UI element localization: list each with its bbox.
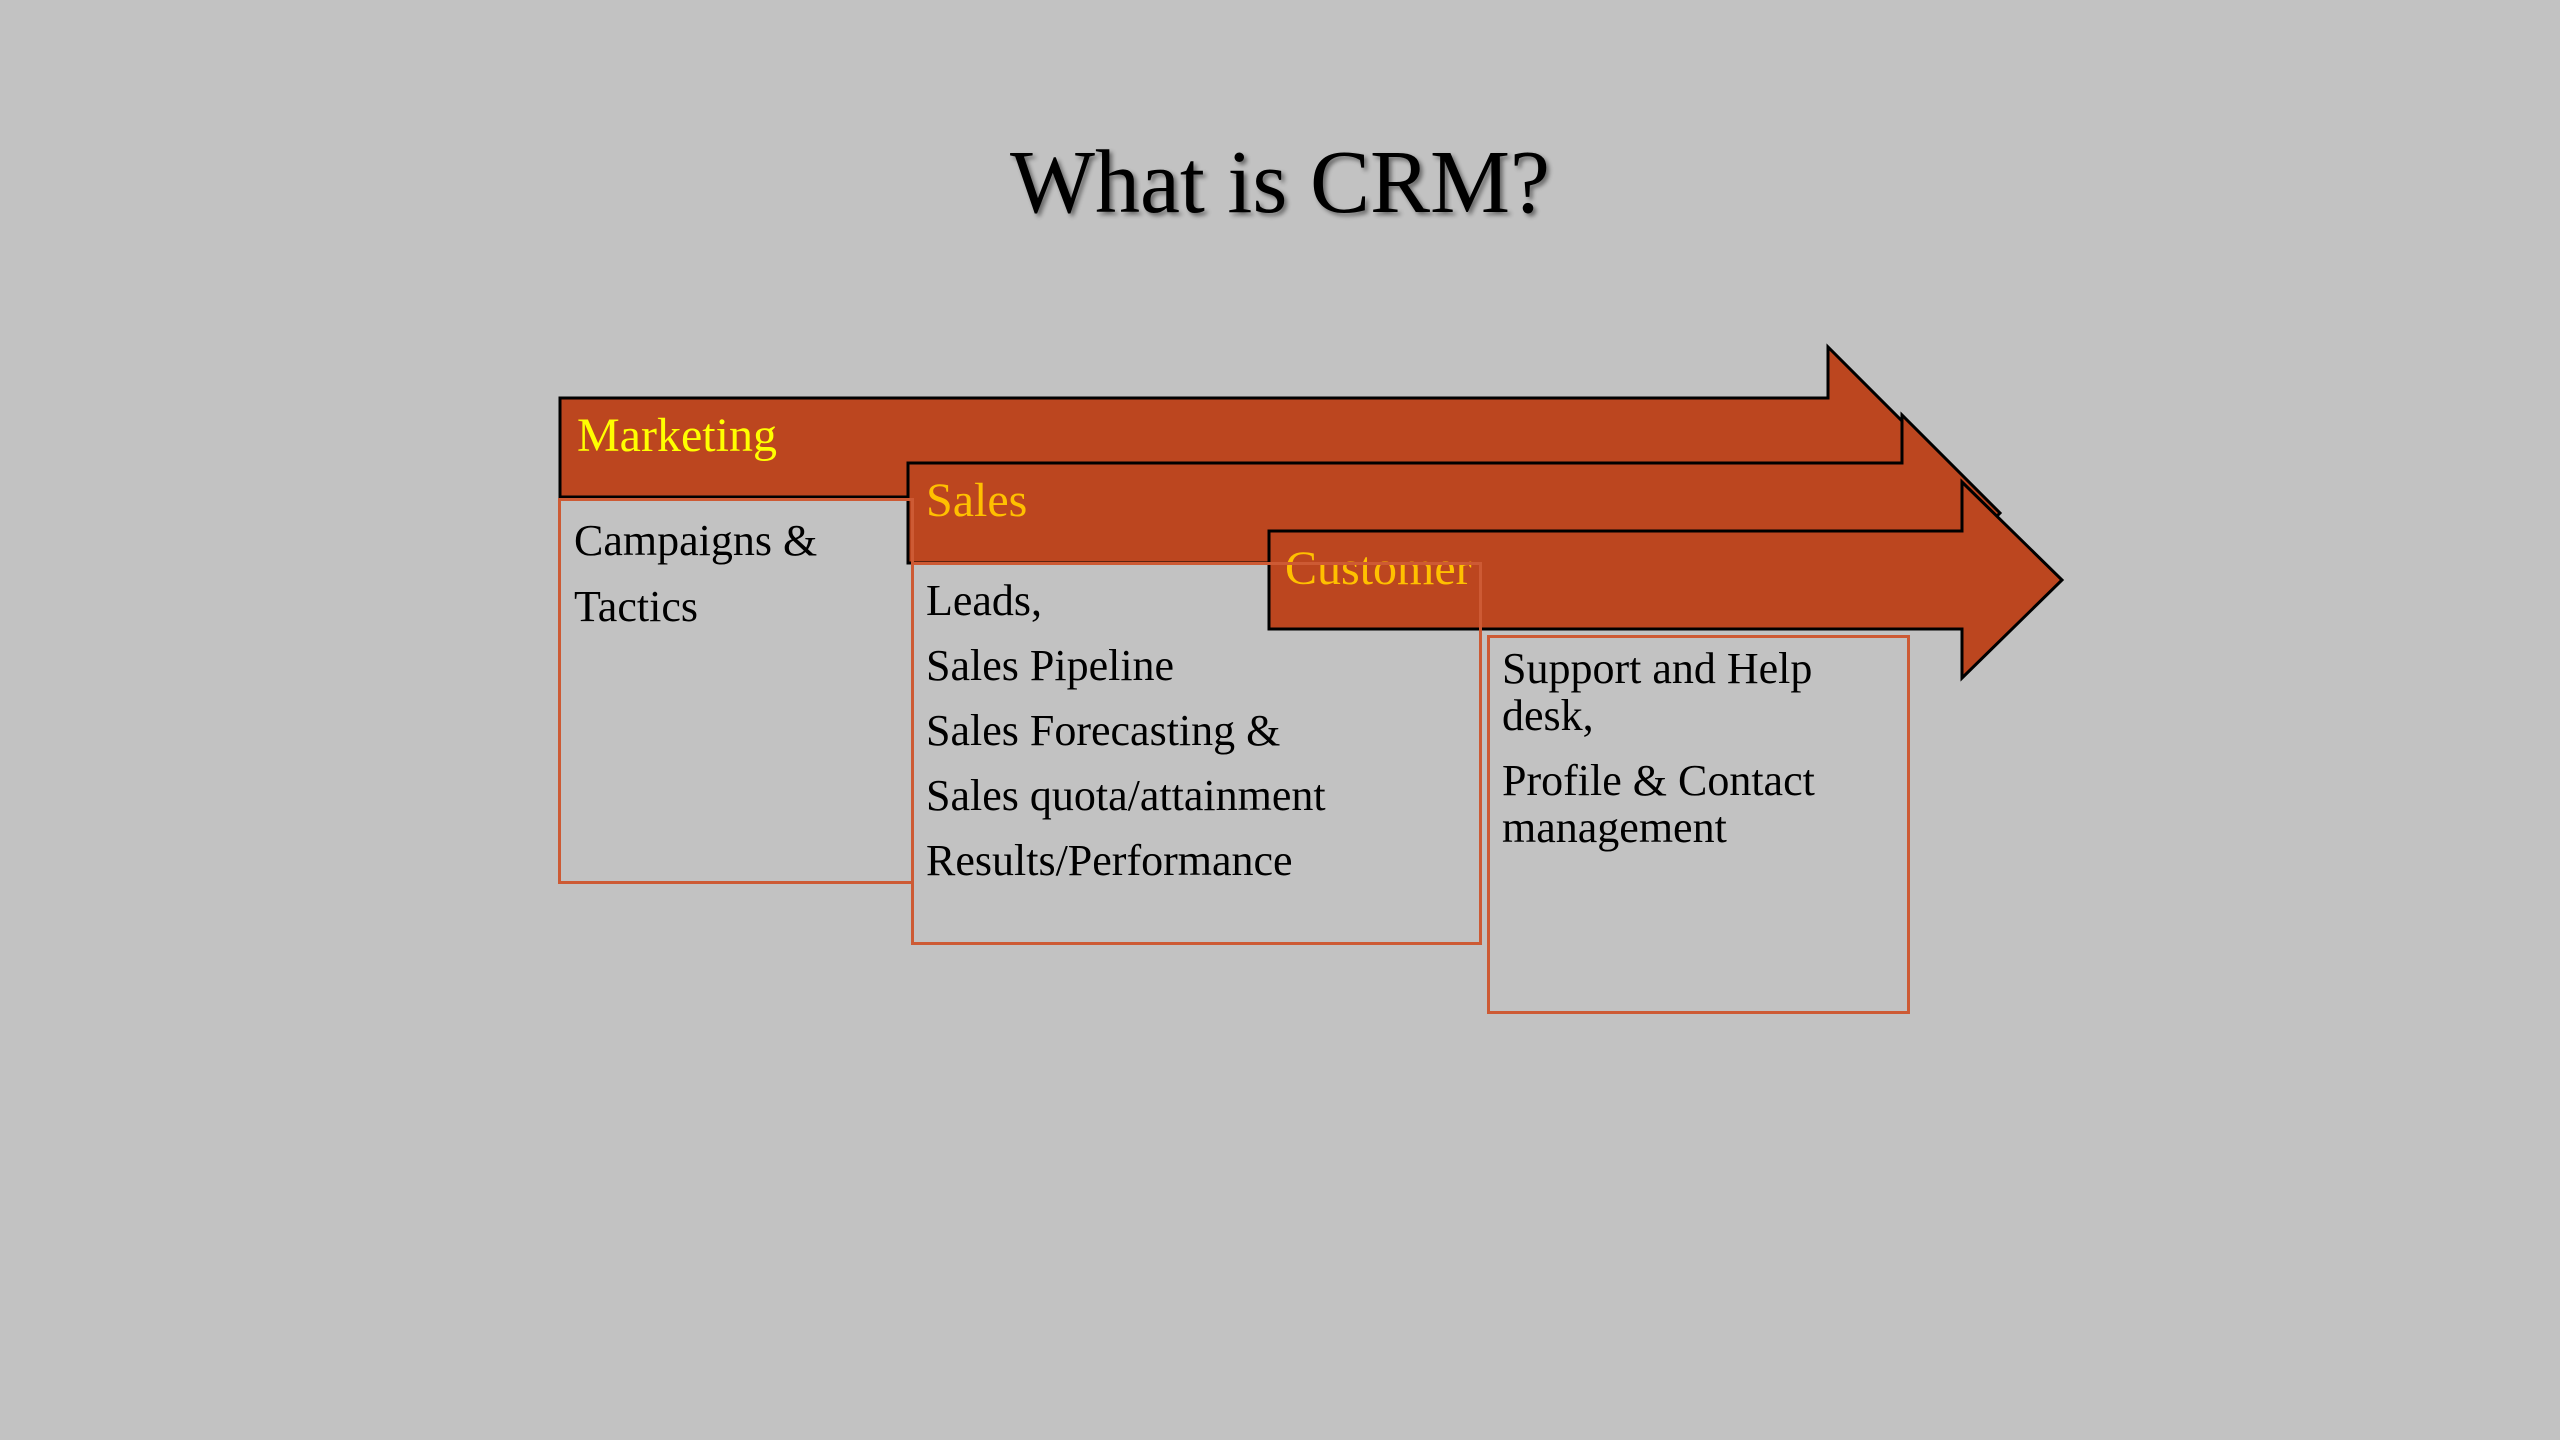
customer-item: Support and Help desk,	[1502, 644, 1813, 740]
sales-items: Leads, Sales Pipeline Sales Forecasting …	[926, 568, 1326, 893]
customer-label: Customer	[1285, 542, 1472, 595]
marketing-item: Tactics	[574, 582, 698, 631]
customer-items: Support and Help desk, Profile & Contact…	[1502, 645, 1892, 851]
customer-item: Profile & Contact management	[1502, 756, 1815, 852]
slide-title: What is CRM?	[1010, 133, 1550, 232]
sales-item: Sales Pipeline	[926, 641, 1175, 690]
sales-item: Sales Forecasting &	[926, 706, 1281, 755]
sales-item: Results/Performance	[926, 836, 1293, 885]
sales-label: Sales	[926, 474, 1028, 527]
sales-box	[911, 562, 1482, 945]
customer-arrow	[1267, 478, 2065, 682]
sales-item: Leads,	[926, 576, 1043, 625]
marketing-items: Campaigns & Tactics	[574, 508, 817, 640]
marketing-label: Marketing	[577, 409, 777, 462]
sales-item: Sales quota/attainment	[926, 771, 1326, 820]
customer-box	[1487, 635, 1910, 1014]
marketing-item: Campaigns &	[574, 516, 818, 565]
